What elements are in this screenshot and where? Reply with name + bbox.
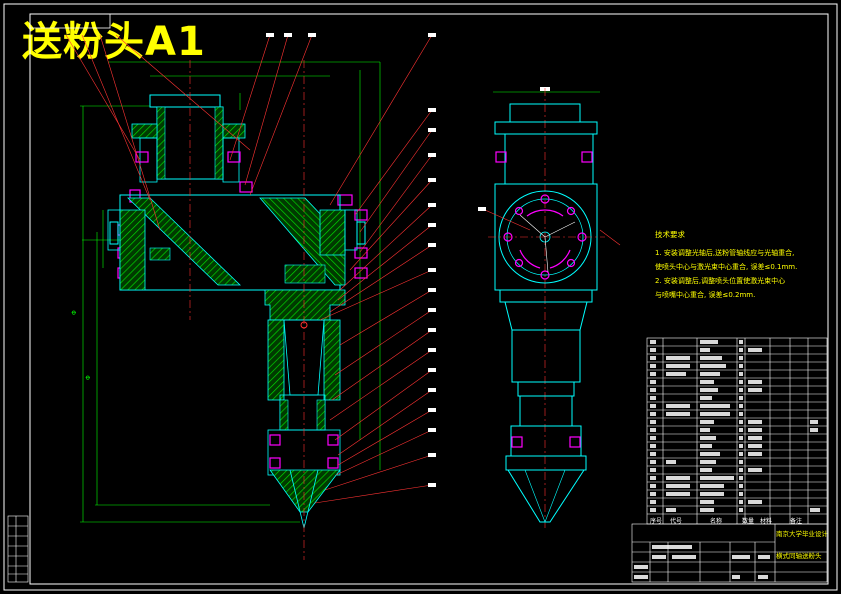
leader-lines — [65, 34, 433, 504]
tech-req-heading: 技术要求 — [655, 230, 685, 239]
bom-header-note: 备注 — [790, 518, 803, 525]
side-strip-table — [7, 515, 29, 583]
leader-tags — [266, 33, 436, 487]
bom-header-code: 代号 — [670, 518, 683, 525]
svg-text:Φ: Φ — [85, 375, 92, 380]
side-view — [478, 87, 621, 530]
bom-table — [646, 337, 828, 525]
bom-header-name: 名称 — [710, 518, 723, 525]
technical-requirements: 技术要求 1. 安装调整光轴后,送粉管轴线应与光轴重合, 使喷头中心与激光束中心… — [655, 229, 835, 301]
bom-header-no: 序号 — [650, 518, 663, 525]
drawing-title: 送粉头A1 — [22, 19, 206, 65]
tech-req-line: 使喷头中心与激光束中心重合, 误差≤0.1mm. — [655, 263, 798, 271]
bom-row-marks — [650, 340, 820, 512]
bom-header-material: 材料 — [760, 518, 773, 525]
tech-req-line: 与喷嘴中心重合, 误差≤0.2mm. — [655, 291, 756, 299]
corner-tab — [29, 13, 111, 29]
tech-req-line: 1. 安装调整光轴后,送粉管轴线应与光轴重合, — [655, 249, 795, 257]
title-block-marks — [634, 545, 770, 579]
title-block-org: 南京大学毕业设计 — [776, 530, 828, 538]
title-block — [631, 523, 828, 583]
dimension-text: Φ Φ — [71, 310, 92, 380]
bom-header-qty: 数量 — [742, 518, 755, 525]
inner-frame — [29, 13, 829, 585]
outer-frame — [3, 3, 838, 591]
section-view: Φ Φ — [65, 33, 436, 560]
title-block-name: 横式同轴送粉头 — [776, 552, 822, 560]
tech-req-line: 2. 安装调整后,调整喷头位置使激光束中心 — [655, 277, 786, 285]
svg-text:Φ: Φ — [71, 310, 78, 315]
dimension-lines — [80, 61, 381, 523]
